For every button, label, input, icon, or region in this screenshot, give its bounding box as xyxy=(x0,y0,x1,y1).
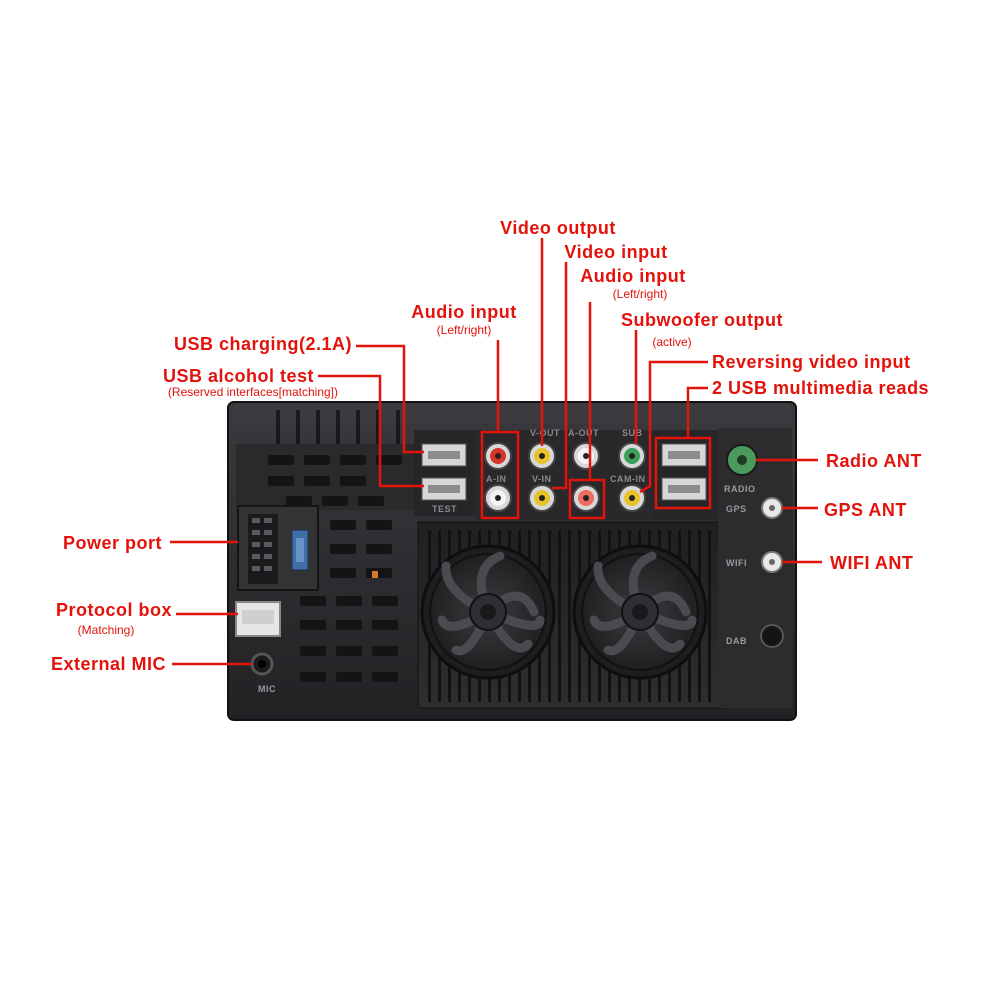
video-in-print: V-IN xyxy=(532,474,552,484)
line-reversing-video xyxy=(639,360,708,494)
highlight-usb-media xyxy=(654,436,712,510)
label-gps-ant: GPS ANT xyxy=(824,500,907,520)
label-video-input: Video input xyxy=(564,242,667,262)
rca-audio-in-right-red xyxy=(484,442,512,470)
rca-video-in-yellow xyxy=(528,484,556,512)
line-usb-charging xyxy=(356,344,424,454)
label-usb-alcohol-test: USB alcohol test xyxy=(163,366,314,386)
rca-subwoofer-green xyxy=(618,442,646,470)
rca-audio-in-left-white xyxy=(484,484,512,512)
leader-lines xyxy=(170,238,822,666)
label-protocol-box: Protocol box xyxy=(56,600,172,620)
callout-labels: Video output Video input Audio input (Le… xyxy=(51,218,929,674)
top-ribs xyxy=(276,410,400,444)
label-video-output: Video output xyxy=(500,218,616,238)
line-usb-alcohol xyxy=(318,374,424,488)
audio-out-print: A-OUT xyxy=(568,428,599,438)
label-audio-input-right: Audio input xyxy=(580,266,685,286)
camera-print: CAM-IN xyxy=(610,474,646,484)
sublabel-protocol-box: (Matching) xyxy=(78,623,135,637)
chassis-top-rim xyxy=(232,405,792,423)
label-wifi-ant: WIFI ANT xyxy=(830,553,913,573)
rca-audio-out-white xyxy=(572,442,600,470)
video-out-print: V-OUT xyxy=(530,428,560,438)
left-vent-slots xyxy=(268,455,402,682)
mic-print: MIC xyxy=(258,684,276,694)
label-audio-input-left: Audio input xyxy=(411,302,516,322)
audio-in-print: A-IN xyxy=(486,474,507,484)
rca-audio-in-red xyxy=(572,484,600,512)
wifi-print: WIFI xyxy=(726,558,747,568)
gps-print: GPS xyxy=(726,504,747,514)
label-external-mic: External MIC xyxy=(51,654,166,674)
rca-reversing-video-yellow xyxy=(618,484,646,512)
dab-ant-port xyxy=(760,624,784,648)
label-radio-ant: Radio ANT xyxy=(826,451,922,471)
label-power-port: Power port xyxy=(63,533,162,553)
label-usb-charging: USB charging(2.1A) xyxy=(174,334,352,354)
sublabel-subwoofer-output: (active) xyxy=(652,335,691,349)
sublabel-usb-alcohol-test: (Reserved interfaces[matching]) xyxy=(168,385,338,399)
line-usb-multimedia xyxy=(686,386,708,438)
device-body: RADIO GPS WIFI DAB MIC xyxy=(227,401,797,721)
test-print: TEST xyxy=(432,504,457,514)
label-usb-multimedia: 2 USB multimedia reads xyxy=(712,378,929,398)
fan-left xyxy=(420,544,556,680)
line-video-input xyxy=(552,262,568,490)
radio-print: RADIO xyxy=(724,484,756,494)
highlight-boxes xyxy=(480,430,712,520)
fan-right xyxy=(572,544,708,680)
rca-video-out-yellow xyxy=(528,442,556,470)
label-reversing-video-input: Reversing video input xyxy=(712,352,911,372)
dab-print: DAB xyxy=(726,636,747,646)
sublabel-audio-input-right: (Left/right) xyxy=(613,287,668,301)
highlight-audio-in-left xyxy=(480,430,520,520)
sub-print: SUB xyxy=(622,428,643,438)
orange-indicator xyxy=(372,571,378,578)
highlight-audio-in-right xyxy=(568,478,606,520)
label-subwoofer-output: Subwoofer output xyxy=(621,310,783,330)
sublabel-audio-input-left: (Left/right) xyxy=(437,323,492,337)
